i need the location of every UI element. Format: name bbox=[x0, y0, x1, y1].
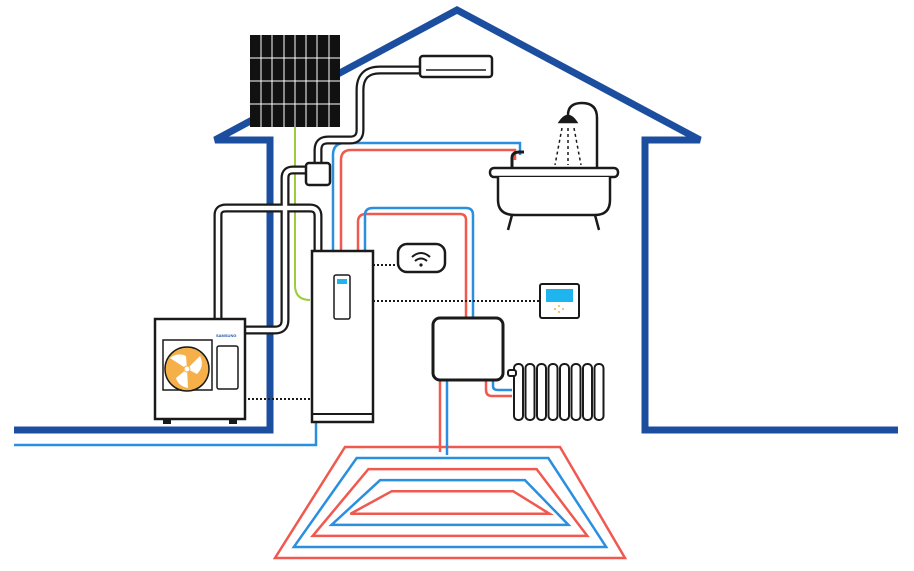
junction-box bbox=[304, 161, 332, 187]
wifi-module bbox=[396, 242, 447, 274]
room-thermostat bbox=[539, 283, 580, 319]
samsung-logo: SAMSUNG bbox=[216, 333, 236, 338]
radiator-fin bbox=[524, 363, 536, 421]
radiator-fin bbox=[593, 363, 605, 421]
bath-cold-pipe bbox=[331, 141, 522, 250]
bath-hot-pipe bbox=[339, 148, 517, 250]
radiator-fin bbox=[547, 363, 559, 421]
radiator bbox=[507, 363, 605, 421]
hot-floor-loop bbox=[272, 445, 628, 560]
radiator-fin bbox=[513, 363, 524, 421]
radiator-cold-pipe bbox=[491, 380, 512, 392]
buffer-control-box bbox=[431, 316, 505, 382]
cold-floor-loop bbox=[291, 456, 609, 549]
control-wires bbox=[248, 264, 540, 400]
hot-floor-loop bbox=[349, 489, 554, 516]
wall-air-conditioner bbox=[418, 54, 494, 79]
hot-floor-loop bbox=[310, 467, 590, 538]
wifi-icon bbox=[411, 252, 431, 262]
radiator-hot-pipe bbox=[484, 380, 512, 398]
indoor-hydro-unit bbox=[310, 249, 375, 424]
cold-floor-loop bbox=[328, 478, 572, 527]
control-hot-pipe bbox=[356, 212, 468, 318]
radiator-fin bbox=[536, 363, 547, 421]
radiator-fin bbox=[582, 363, 593, 421]
hydro-unit-controller bbox=[333, 274, 351, 320]
cold-supply-pipe bbox=[14, 422, 318, 447]
radiator-fin bbox=[570, 363, 582, 421]
solar-panel bbox=[250, 35, 340, 127]
bathtub-with-shower bbox=[488, 101, 620, 231]
control-cold-pipe bbox=[363, 206, 475, 318]
outdoor-heat-pump-unit: SAMSUNG bbox=[153, 317, 247, 424]
underfloor-heating-loops bbox=[272, 445, 628, 560]
radiator-fin bbox=[559, 363, 570, 421]
solar-cable bbox=[294, 127, 311, 301]
